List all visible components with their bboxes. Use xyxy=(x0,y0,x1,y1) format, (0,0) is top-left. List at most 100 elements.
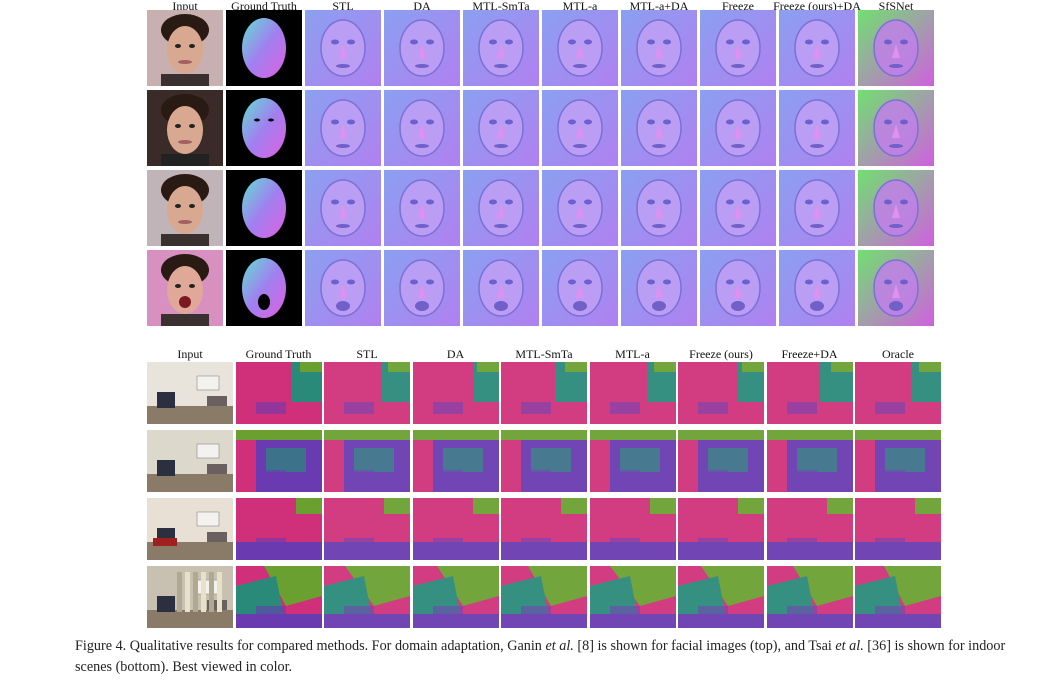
scene-result-image xyxy=(501,430,587,492)
face-result-image xyxy=(700,10,776,86)
face-result-image xyxy=(779,90,855,166)
scene-col-label: Oracle xyxy=(882,347,914,361)
face-result-image xyxy=(305,90,381,166)
face-result-image xyxy=(384,90,460,166)
face-result-image xyxy=(858,250,934,326)
face-col-label: MTL-a+DA xyxy=(629,0,689,13)
scene-result-image xyxy=(855,430,941,492)
face-col-label: Freeze xyxy=(722,0,754,13)
scene-result-image xyxy=(678,566,764,628)
face-result-image xyxy=(147,170,223,246)
scene-result-image xyxy=(589,498,676,560)
face-result-image xyxy=(779,170,855,246)
scene-result-image xyxy=(324,362,410,424)
scene-result-image xyxy=(235,498,322,560)
face-result-image xyxy=(305,170,381,246)
face-result-image xyxy=(226,250,302,326)
caption-text-1: Figure 4. Qualitative results for compar… xyxy=(75,638,546,654)
caption-italic-1: et al. xyxy=(545,638,574,654)
face-col-label: STL xyxy=(332,0,354,13)
face-result-image xyxy=(621,90,697,166)
scene-result-image xyxy=(147,566,233,628)
face-result-image xyxy=(858,90,934,166)
scene-result-image xyxy=(235,362,322,424)
face-result-image xyxy=(463,170,539,246)
face-col-label: DA xyxy=(413,0,431,13)
scene-result-image xyxy=(589,362,676,424)
face-result-image xyxy=(226,90,302,166)
scene-result-image xyxy=(324,430,410,492)
face-result-image xyxy=(305,10,381,86)
face-col-label: SfSNet xyxy=(878,0,914,13)
scene-col-label: Freeze (ours) xyxy=(689,347,753,361)
scene-result-image xyxy=(412,362,499,424)
scene-result-image xyxy=(855,362,941,424)
face-result-image xyxy=(700,90,776,166)
scene-col-label: Freeze+DA xyxy=(781,347,838,361)
face-result-image xyxy=(226,10,302,86)
face-result-image xyxy=(700,250,776,326)
face-col-label: MTL-a xyxy=(562,0,598,13)
scene-result-image xyxy=(147,362,233,424)
face-result-image xyxy=(542,90,618,166)
scene-result-image xyxy=(766,430,853,492)
face-result-image xyxy=(147,90,223,166)
scene-result-image xyxy=(412,430,499,492)
face-result-image xyxy=(463,10,539,86)
face-result-image xyxy=(147,250,223,326)
face-result-image xyxy=(858,10,934,86)
face-result-image xyxy=(621,10,697,86)
scene-result-image xyxy=(855,566,941,628)
face-col-label: MTL-SmTa xyxy=(472,0,530,13)
caption-text-3: [36] is shown for indoor scenes (bottom)… xyxy=(75,638,1006,675)
face-result-image xyxy=(384,170,460,246)
face-result-image xyxy=(542,250,618,326)
face-result-image xyxy=(226,170,302,246)
scene-result-image xyxy=(855,498,941,560)
scene-result-image xyxy=(501,498,587,560)
scene-result-image xyxy=(678,430,764,492)
scene-result-image xyxy=(678,362,764,424)
face-result-image xyxy=(463,250,539,326)
face-result-image xyxy=(858,170,934,246)
scene-col-label: MTL-SmTa xyxy=(515,347,573,361)
face-result-image xyxy=(700,170,776,246)
scene-result-image xyxy=(147,430,233,492)
scene-result-image xyxy=(501,566,587,628)
caption-italic-2: et al. xyxy=(835,638,864,654)
scene-result-image xyxy=(589,430,676,492)
face-result-image xyxy=(542,10,618,86)
scene-result-image xyxy=(766,566,853,628)
scene-result-image xyxy=(501,362,587,424)
scene-result-image xyxy=(147,498,233,560)
face-result-image xyxy=(621,250,697,326)
face-result-image xyxy=(305,250,381,326)
scene-col-label: DA xyxy=(446,347,465,361)
figure-caption: Figure 4. Qualitative results for compar… xyxy=(75,636,1020,678)
scene-result-image xyxy=(235,566,322,628)
face-result-image xyxy=(384,250,460,326)
face-result-image xyxy=(621,170,697,246)
face-result-image xyxy=(147,10,223,86)
scene-result-image xyxy=(412,566,499,628)
scene-result-image xyxy=(324,566,410,628)
face-result-image xyxy=(779,250,855,326)
face-result-image xyxy=(542,170,618,246)
face-result-image xyxy=(779,10,855,86)
scene-result-image xyxy=(324,498,410,560)
face-result-image xyxy=(463,90,539,166)
scene-col-label: Ground Truth xyxy=(245,347,312,361)
scene-result-image xyxy=(589,566,676,628)
caption-text-2: [8] is shown for facial images (top), an… xyxy=(573,638,836,654)
scene-result-image xyxy=(678,498,764,560)
scene-result-image xyxy=(766,498,853,560)
scene-col-label: STL xyxy=(356,347,378,361)
face-col-label: Ground Truth xyxy=(231,0,297,13)
face-col-label: Freeze (ours)+DA xyxy=(773,0,861,13)
scene-col-label: MTL-a xyxy=(615,347,650,361)
scene-result-image xyxy=(766,362,853,424)
face-result-image xyxy=(384,10,460,86)
scene-result-image xyxy=(235,430,322,492)
scene-col-label: Input xyxy=(177,347,203,361)
face-col-label: Input xyxy=(172,0,198,13)
